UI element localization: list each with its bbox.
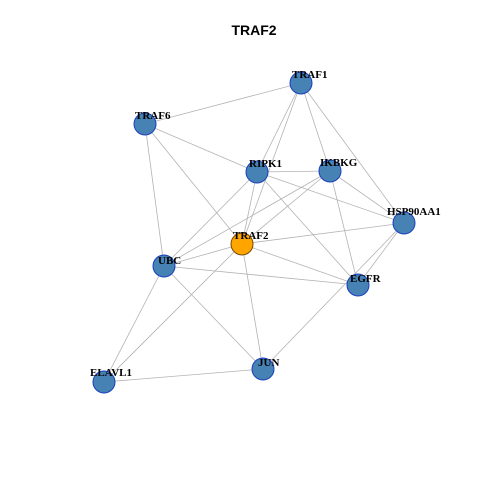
edge-ubc-egfr [163, 265, 359, 286]
node-label-jun: JUN [258, 357, 279, 369]
node-ripk1: RIPK1 [245, 158, 282, 184]
edge-ripk1-traf2 [241, 171, 258, 245]
node-label-traf2: TRAF2 [233, 230, 269, 242]
node-circle-traf1 [289, 71, 313, 95]
edge-traf2-elavl1 [103, 243, 243, 383]
edge-ikbkg-traf2 [241, 170, 331, 245]
node-circle-jun [251, 357, 275, 381]
node-ikbkg: IKBKG [318, 157, 358, 183]
node-traf2: TRAF2 [230, 230, 269, 256]
node-circle-traf2 [230, 232, 254, 256]
edge-ikbkg-ubc [163, 170, 331, 267]
node-label-egfr: EGFR [350, 273, 382, 285]
node-label-hsp90aa1: HSP90AA1 [387, 206, 441, 218]
edge-ubc-elavl1 [103, 265, 165, 383]
edge-traf2-egfr [241, 243, 359, 286]
node-circle-egfr [346, 273, 370, 297]
node-jun: JUN [251, 357, 279, 381]
node-traf1: TRAF1 [289, 69, 327, 95]
edge-hsp90aa1-jun [262, 222, 405, 370]
node-circle-traf6 [133, 112, 157, 136]
edge-traf1-ripk1 [256, 82, 302, 173]
edge-hsp90aa1-egfr [357, 222, 405, 286]
node-ubc: UBC [152, 254, 181, 278]
node-hsp90aa1: HSP90AA1 [387, 206, 441, 235]
edge-layer [103, 82, 405, 383]
node-label-traf1: TRAF1 [292, 69, 327, 81]
node-circle-ripk1 [245, 160, 269, 184]
edge-ripk1-hsp90aa1 [256, 171, 405, 224]
node-circle-elavl1 [92, 370, 116, 394]
edge-hsp90aa1-traf2 [241, 222, 405, 245]
edge-ubc-jun [163, 265, 264, 370]
node-elavl1: ELAVL1 [90, 367, 132, 394]
edge-ikbkg-egfr [329, 170, 359, 286]
edge-traf6-ripk1 [144, 123, 258, 173]
edge-ripk1-egfr [256, 171, 359, 286]
edge-elavl1-jun [103, 368, 264, 383]
edge-traf1-traf2 [241, 82, 302, 245]
node-label-ubc: UBC [158, 255, 181, 267]
node-label-elavl1: ELAVL1 [90, 367, 132, 379]
edge-ripk1-ikbkg [256, 170, 331, 173]
edge-ripk1-ubc [163, 171, 258, 267]
edge-traf1-traf6 [144, 82, 302, 125]
diagram-title: TRAF2 [231, 22, 276, 38]
node-traf6: TRAF6 [133, 110, 171, 136]
node-label-traf6: TRAF6 [135, 110, 171, 122]
node-circle-ubc [152, 254, 176, 278]
edge-traf1-hsp90aa1 [300, 82, 405, 224]
edge-traf2-jun [241, 243, 264, 370]
node-egfr: EGFR [346, 273, 382, 297]
edge-traf6-ubc [144, 123, 165, 267]
edge-ikbkg-hsp90aa1 [329, 170, 405, 224]
node-circle-ikbkg [318, 159, 342, 183]
edge-traf6-traf2 [144, 123, 243, 245]
edge-traf2-ubc [163, 243, 243, 267]
edge-traf1-ikbkg [300, 82, 331, 172]
node-label-ikbkg: IKBKG [320, 157, 358, 169]
node-label-ripk1: RIPK1 [249, 158, 282, 170]
node-circle-hsp90aa1 [392, 211, 416, 235]
